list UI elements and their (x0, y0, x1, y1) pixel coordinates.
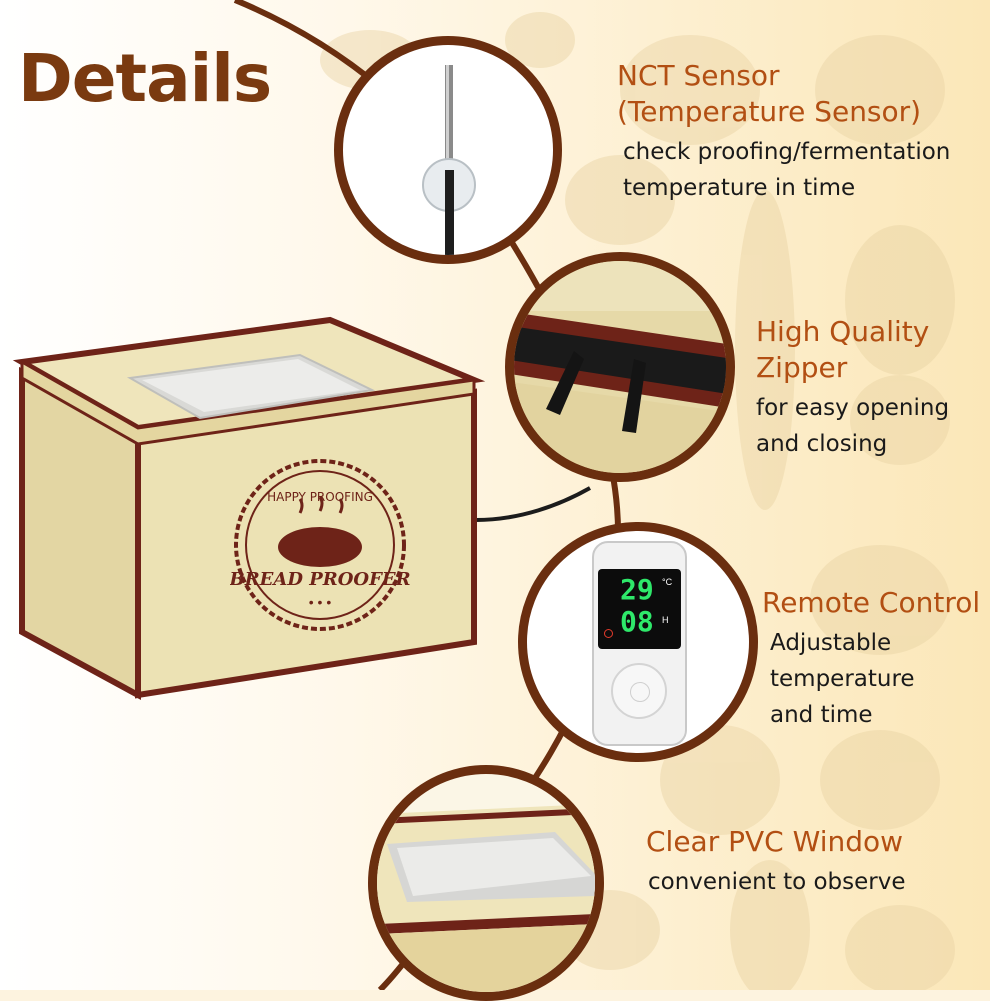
controller-display: 29 °C 08 H (598, 569, 681, 649)
feature-sensor: NCT Sensor(Temperature Sensor) check pro… (617, 58, 950, 206)
feature-title-line: High Quality (756, 315, 930, 348)
sensor-detail-circle (334, 36, 562, 264)
feature-desc-line: and closing (756, 431, 888, 457)
zipper-icon (514, 261, 726, 473)
feature-title-line: NCT Sensor (617, 59, 780, 92)
window-detail-circle (368, 765, 604, 1001)
page-title: Details (18, 40, 272, 117)
feature-desc-line: Adjustable (770, 630, 892, 656)
feature-desc-line: check proofing/fermentation (623, 139, 951, 165)
badge-dots: • • • (309, 594, 332, 610)
badge-main-text: BREAD PROOFER (230, 569, 410, 590)
feature-window: Clear PVC Window convenient to observe (646, 824, 906, 900)
zipper-detail-circle (505, 252, 735, 482)
sensor-probe-icon (422, 65, 476, 255)
feature-title-line: (Temperature Sensor) (617, 95, 922, 128)
time-unit: H (662, 615, 669, 625)
control-dial[interactable] (611, 663, 667, 719)
feature-title-line: Zipper (756, 351, 848, 384)
feature-desc-line: temperature (770, 666, 915, 692)
feature-desc-line: and time (770, 702, 873, 728)
feature-desc-line: temperature in time (623, 175, 856, 201)
bread-icon (278, 527, 362, 567)
temperature-unit: °C (662, 577, 673, 587)
remote-detail-circle: 29 °C 08 H (518, 522, 758, 762)
badge-top-text: HAPPY PROOFING (267, 490, 373, 504)
time-reading: 08 (620, 605, 654, 638)
feature-remote: Remote Control Adjustable temperature and … (762, 585, 980, 733)
bread-proofer-logo: HAPPY PROOFING BREAD PROOFER • • • (230, 459, 410, 631)
bread-pattern (320, 12, 955, 990)
feature-title-line: Remote Control (762, 586, 981, 619)
feature-desc-line: convenient to observe (648, 869, 906, 895)
window-icon (377, 804, 595, 992)
remote-controller-icon: 29 °C 08 H (592, 541, 687, 746)
feature-desc-line: for easy opening (756, 395, 950, 421)
feature-title-line: Clear PVC Window (646, 825, 904, 858)
power-icon (604, 629, 613, 638)
temperature-reading: 29 (620, 573, 654, 606)
